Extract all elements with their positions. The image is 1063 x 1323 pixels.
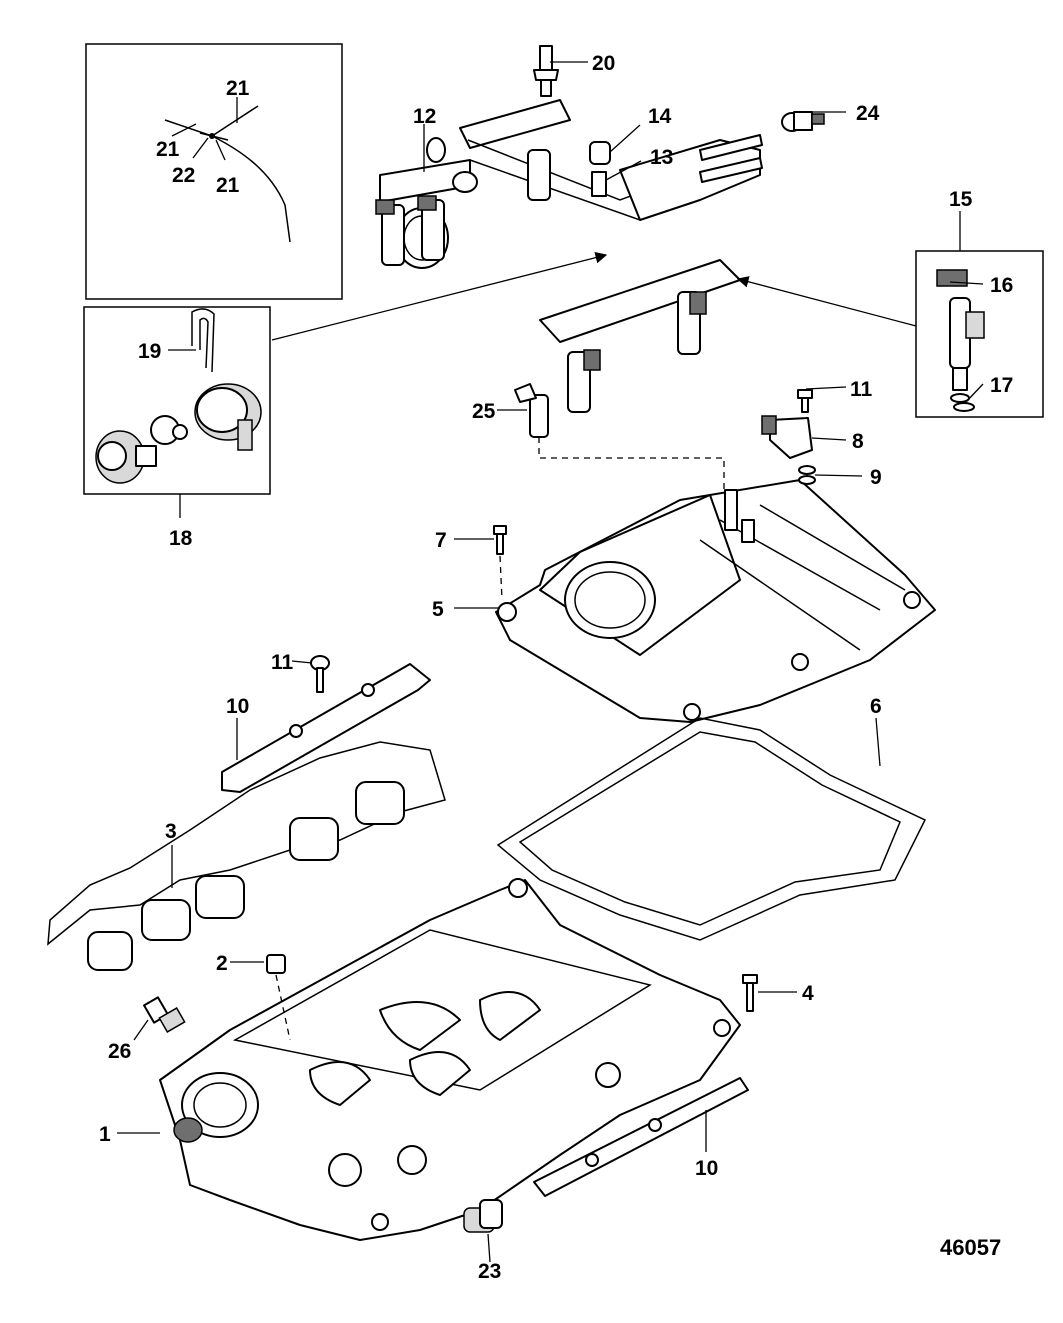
callout-25: 25 xyxy=(472,400,496,423)
callout-5: 5 xyxy=(432,598,444,621)
spacer-plate-10-upper xyxy=(221,663,431,793)
callout-10-lower: 10 xyxy=(695,1157,718,1180)
callout-13: 13 xyxy=(650,146,673,169)
injector-2 xyxy=(417,195,445,261)
callout-2: 2 xyxy=(216,952,228,975)
callout-9: 9 xyxy=(870,466,882,489)
o-ring-9b xyxy=(798,475,816,485)
callout-23: 23 xyxy=(478,1260,501,1283)
callout-24: 24 xyxy=(856,102,880,125)
plenum-gasket xyxy=(496,717,927,941)
bolt-11-lower xyxy=(310,655,330,693)
inset-pressure-regulator-detail xyxy=(83,306,271,495)
injector-4 xyxy=(677,291,707,355)
callout-16: 16 xyxy=(990,274,1013,297)
fuel-rail-assembly xyxy=(375,99,763,413)
callout-18: 18 xyxy=(169,527,193,550)
callout-1: 1 xyxy=(99,1123,111,1146)
callout-19: 19 xyxy=(138,340,161,363)
inset-fuel-line-detail xyxy=(85,43,343,300)
callout-8: 8 xyxy=(852,430,864,453)
callout-11-upper: 11 xyxy=(850,378,873,401)
callout-21-top: 21 xyxy=(226,77,250,100)
callout-22: 22 xyxy=(172,164,195,187)
callout-14: 14 xyxy=(648,105,672,128)
callout-10-upper: 10 xyxy=(226,695,249,718)
callout-6: 6 xyxy=(870,695,882,718)
callout-3: 3 xyxy=(165,820,177,843)
leader-lines xyxy=(117,61,984,1263)
lower-intake-manifold xyxy=(159,878,741,1241)
callout-11-lower: 11 xyxy=(271,651,294,674)
callout-17: 17 xyxy=(990,374,1013,397)
o-ring-9a xyxy=(798,465,816,475)
injector-5 xyxy=(567,349,601,413)
callout-21-bottom: 21 xyxy=(216,174,240,197)
spacer-plate-10-lower xyxy=(533,1077,749,1197)
callout-12: 12 xyxy=(413,105,436,128)
figure-number: 46057 xyxy=(940,1235,1001,1260)
callout-labels: 20 24 12 14 13 15 16 17 21 21 22 21 19 1… xyxy=(99,52,1013,1283)
injector-3 xyxy=(527,149,551,201)
cap-14 xyxy=(589,141,611,165)
bolt-4 xyxy=(742,974,758,1012)
callout-20: 20 xyxy=(592,52,615,75)
callout-15: 15 xyxy=(949,188,973,211)
intake-manifold-gasket xyxy=(47,741,446,971)
map-sensor-8 xyxy=(761,415,813,459)
intake-plenum xyxy=(495,479,936,723)
elbow-fitting-25 xyxy=(514,383,549,438)
schrader-valve-13 xyxy=(591,171,607,197)
inset-fuel-injector-detail xyxy=(915,250,1044,418)
plug-2 xyxy=(266,954,286,974)
fitting-26 xyxy=(143,996,186,1033)
injector-1 xyxy=(375,199,405,266)
bolt-11-upper xyxy=(797,389,813,413)
callout-21-left: 21 xyxy=(156,138,180,161)
callout-26: 26 xyxy=(108,1040,131,1063)
fuel-pressure-valve-20 xyxy=(533,45,559,97)
fitting-24 xyxy=(781,111,825,132)
bolt-7 xyxy=(493,525,507,555)
plug-23 xyxy=(463,1199,503,1233)
callout-4: 4 xyxy=(802,982,814,1005)
callout-7: 7 xyxy=(435,529,447,552)
